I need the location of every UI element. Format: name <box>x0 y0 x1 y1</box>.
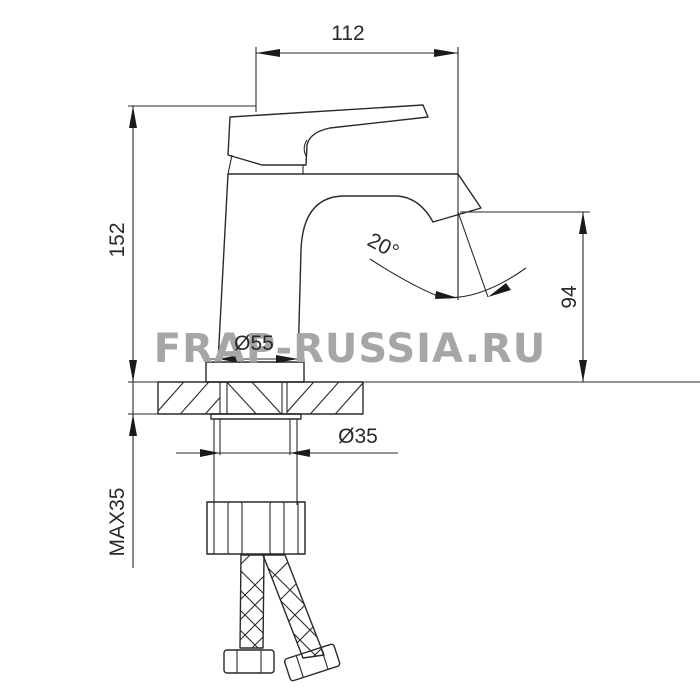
dimension-shank-diameter: Ø35 <box>176 425 398 457</box>
dimension-spout-reach: 112 <box>255 22 459 300</box>
dimension-handle-angle: 20° <box>364 211 527 300</box>
hose-nut-right <box>283 643 341 682</box>
spout-reach-label: 112 <box>331 22 364 45</box>
dimension-spout-height: 94 <box>460 211 590 382</box>
braided-hose-left <box>239 554 265 649</box>
total-height-label: 152 <box>106 222 129 257</box>
angle-label: 20° <box>364 229 403 264</box>
lever-handle <box>227 104 429 175</box>
mounting-shank <box>210 413 302 505</box>
max-thickness-label: MAX35 <box>106 488 129 557</box>
base-flange <box>205 355 305 383</box>
fixing-nut <box>206 501 306 555</box>
countertop-section <box>157 381 364 415</box>
spout-height-label: 94 <box>558 285 581 309</box>
base-diameter-label: Ø55 <box>234 332 274 355</box>
hose-nut-left <box>223 649 275 674</box>
faucet-body <box>217 173 482 363</box>
shank-diameter-label: Ø35 <box>338 425 378 448</box>
dimension-max-counter-thickness: MAX35 <box>106 382 158 568</box>
watermark: FRAP-RUSSIA.RU <box>154 326 546 372</box>
